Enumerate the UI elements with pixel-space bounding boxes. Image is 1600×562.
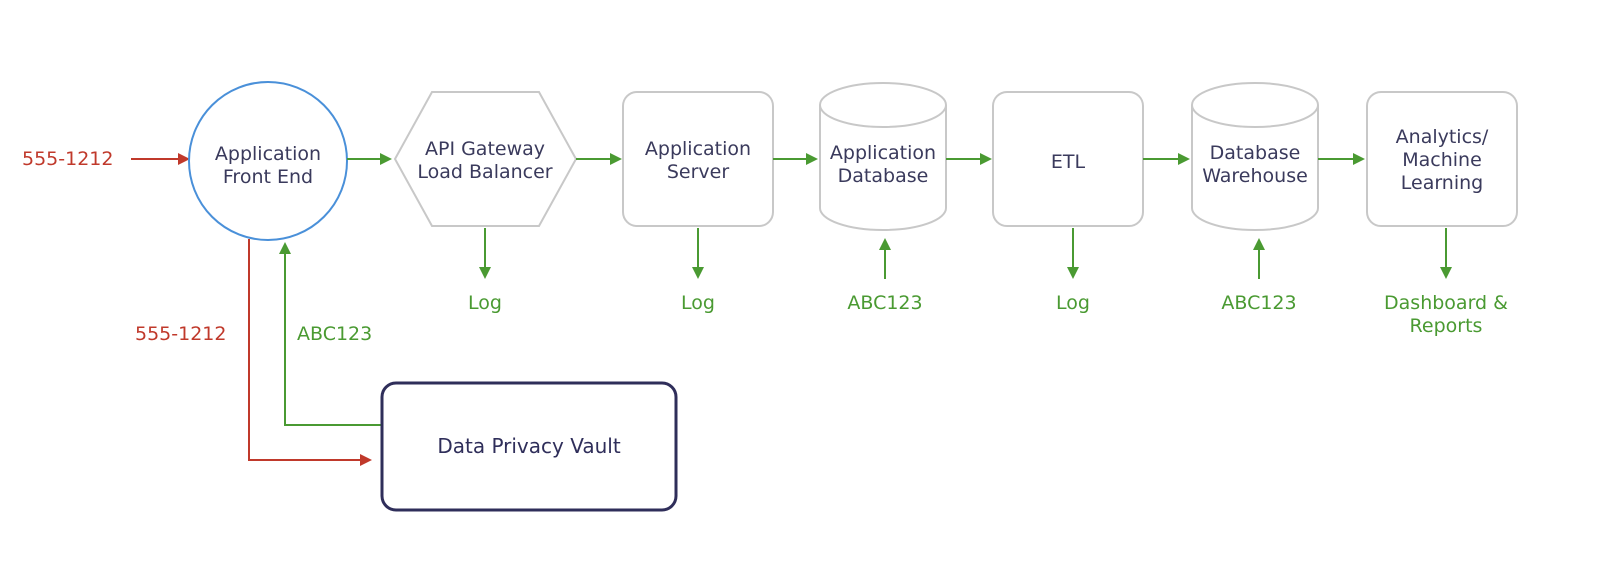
warehouse-label-line1: Database <box>1210 142 1301 164</box>
vault-token-label: ABC123 <box>297 323 372 345</box>
vault-sent-value-label: 555-1212 <box>135 323 226 345</box>
vault-title: Data Privacy Vault <box>437 434 620 458</box>
node-application-database: Application Database <box>819 82 947 231</box>
appserver-label-line2: Server <box>667 161 729 183</box>
arrow-vault-to-frontend <box>279 242 382 426</box>
front-end-label-line1: Application <box>215 143 321 165</box>
front-end-label-line2: Front End <box>223 166 313 188</box>
appdb-label-line2: Database <box>838 165 929 187</box>
warehouse-cylinder-body <box>1191 105 1319 231</box>
appserver-log-label: Log <box>681 292 715 314</box>
analytics-label-line3: Learning <box>1401 172 1484 194</box>
analytics-box <box>1366 91 1518 227</box>
analytics-label-line2: Machine <box>1402 149 1482 171</box>
gateway-label-line1: API Gateway <box>425 138 545 160</box>
arrow-frontend-to-vault <box>248 239 372 466</box>
appdb-cylinder-body <box>819 105 947 231</box>
appdb-cylinder-top <box>819 82 947 128</box>
gateway-log-label: Log <box>468 292 502 314</box>
node-analytics-ml: Analytics/ Machine Learning <box>1366 91 1518 227</box>
node-etl: ETL <box>992 91 1144 227</box>
etl-label: ETL <box>1051 151 1086 173</box>
vault-box <box>380 381 678 512</box>
appdb-token-label: ABC123 <box>847 292 922 314</box>
gateway-label-line2: Load Balancer <box>417 161 552 183</box>
etl-log-label: Log <box>1056 292 1090 314</box>
warehouse-label-line2: Warehouse <box>1202 165 1308 187</box>
node-application-front-end: Application Front End <box>188 81 348 241</box>
node-data-privacy-vault: Data Privacy Vault <box>380 381 678 512</box>
warehouse-cylinder-top <box>1191 82 1319 128</box>
analytics-label-line1: Analytics/ <box>1396 126 1489 148</box>
node-api-gateway: API Gateway Load Balancer <box>393 91 578 227</box>
node-database-warehouse: Database Warehouse <box>1191 82 1319 231</box>
front-end-circle <box>188 81 348 241</box>
analytics-output-label-line2: Reports <box>1410 315 1483 337</box>
analytics-output-label-line1: Dashboard & <box>1384 292 1508 314</box>
node-application-server: Application Server <box>622 91 774 227</box>
appserver-label-line1: Application <box>645 138 751 160</box>
warehouse-token-label: ABC123 <box>1221 292 1296 314</box>
input-phone-label: 555-1212 <box>22 148 113 170</box>
appdb-label-line1: Application <box>830 142 936 164</box>
